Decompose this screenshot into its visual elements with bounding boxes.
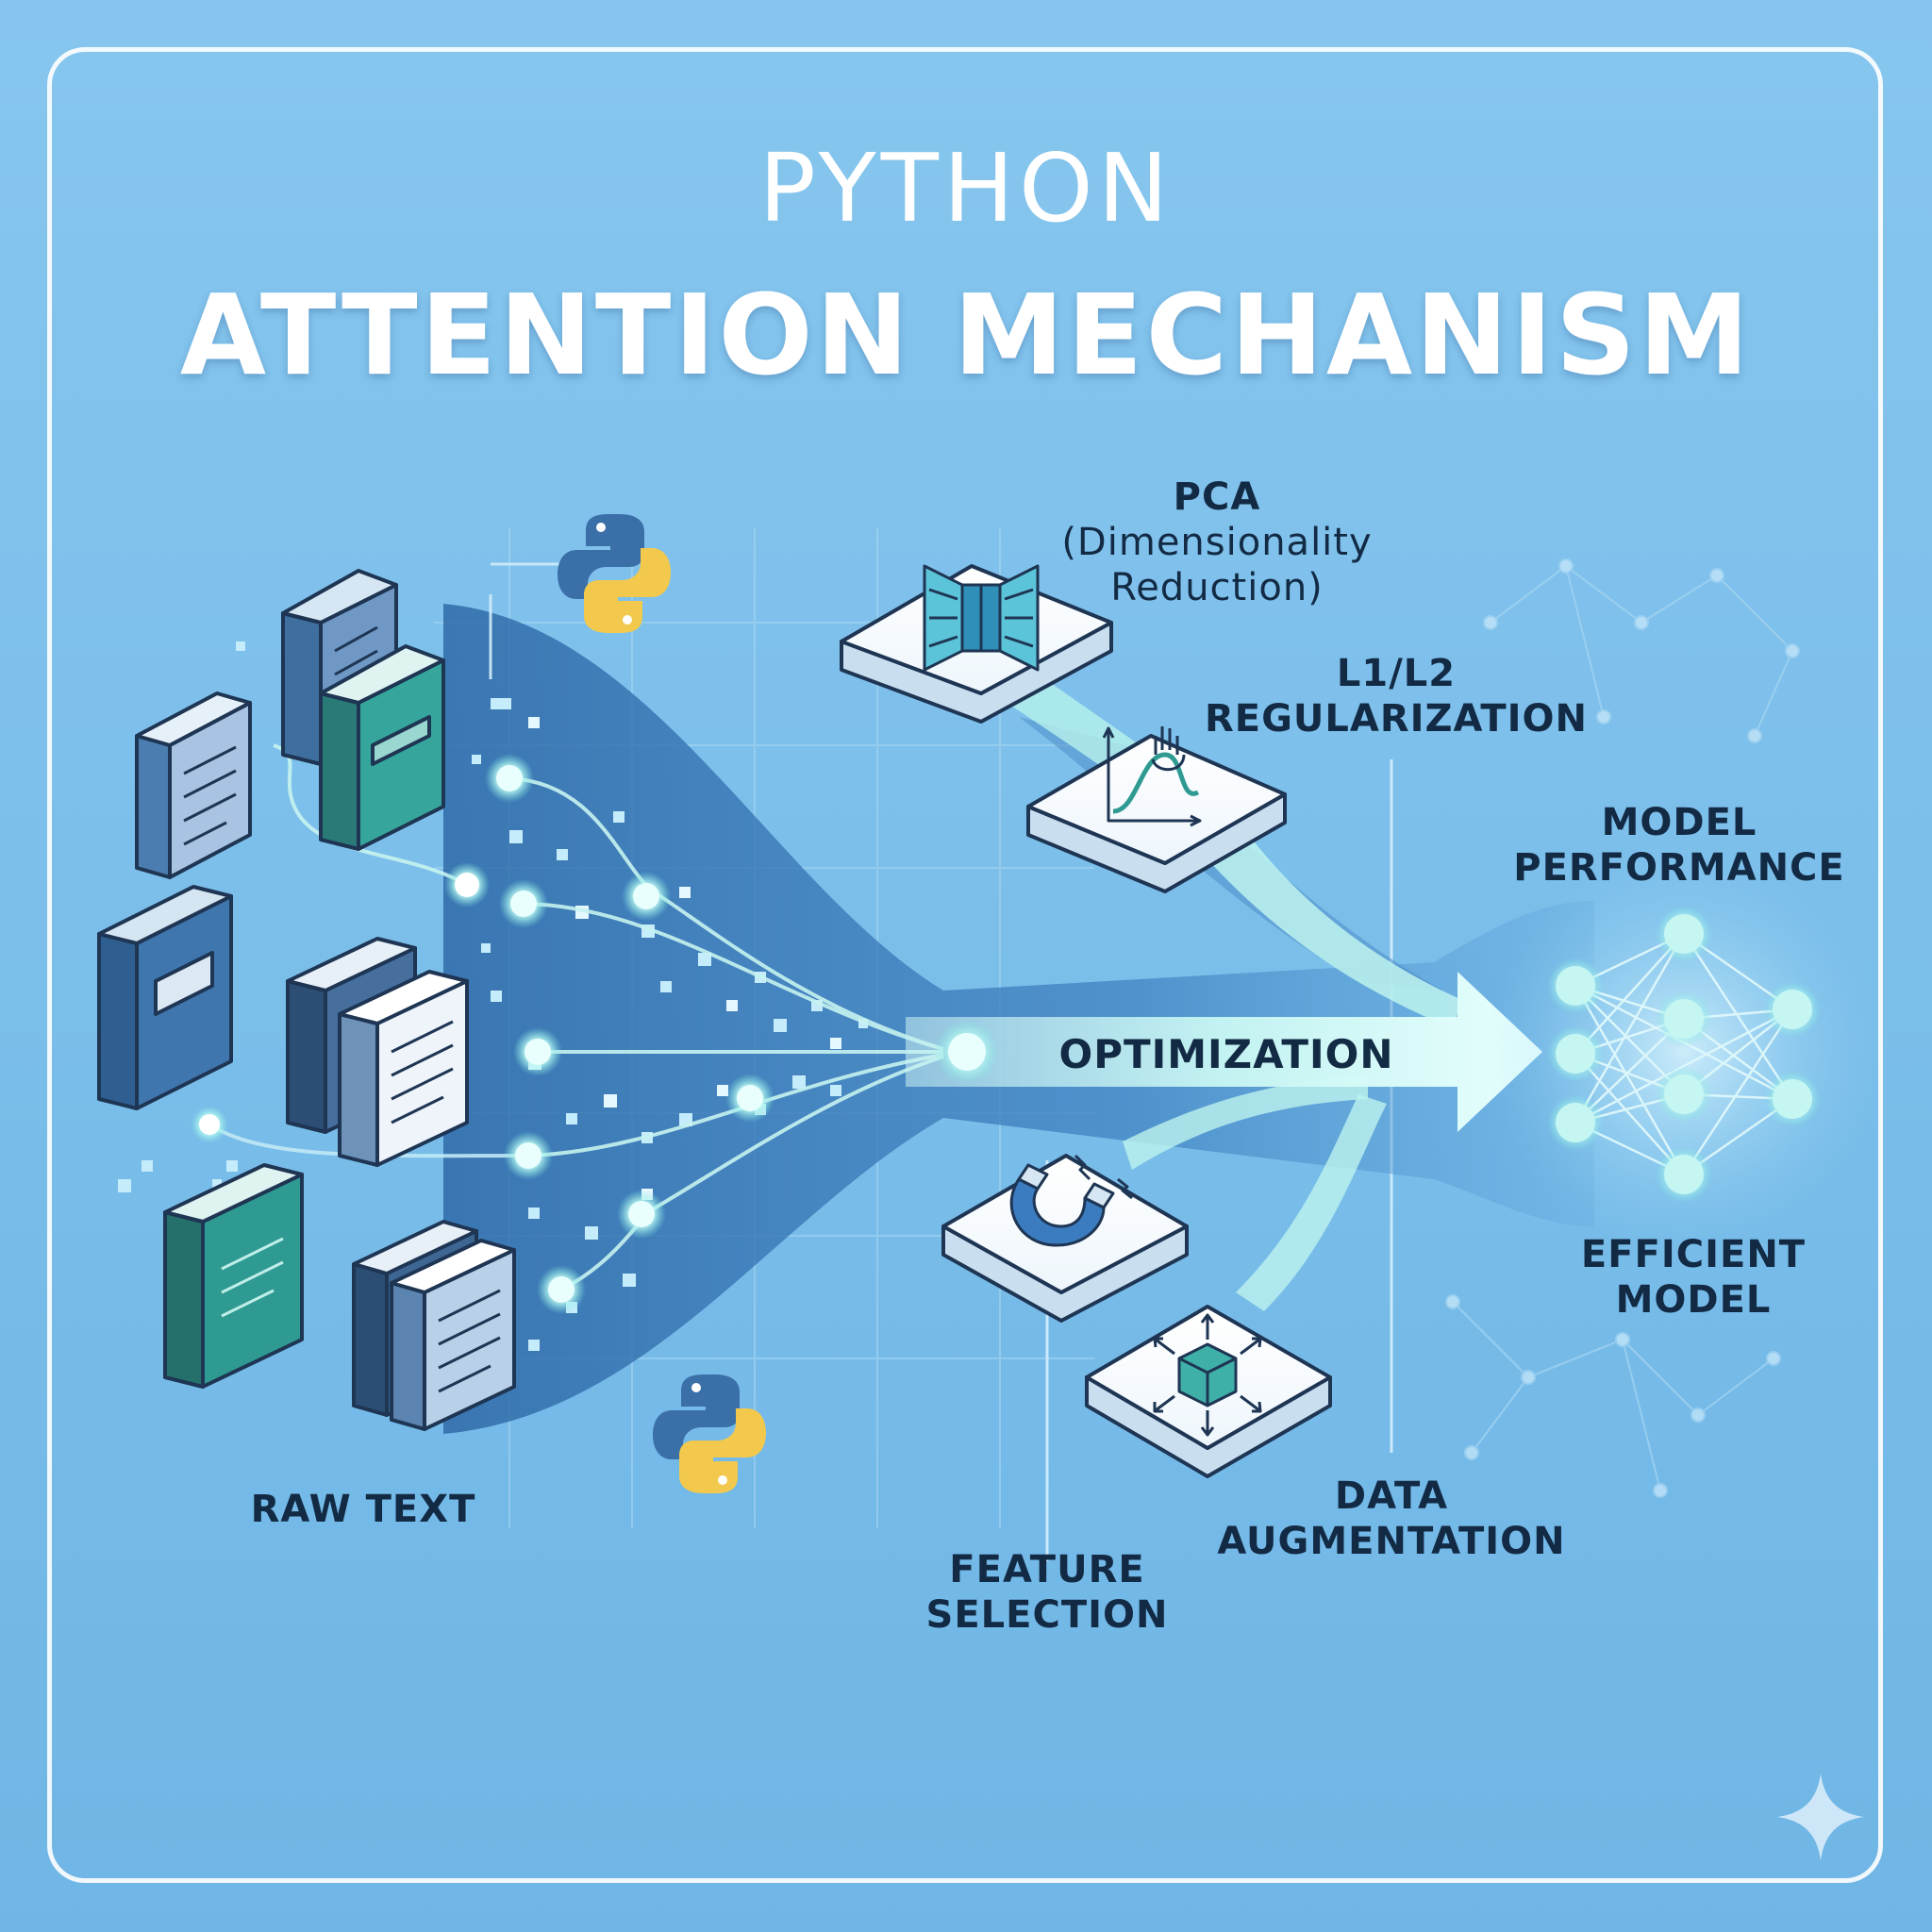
data-augmentation-label: DATA AUGMENTATION: [1179, 1474, 1604, 1564]
pca-tile: [840, 564, 1113, 724]
efficient-model-label: EFFICIENT MODEL: [1538, 1232, 1849, 1323]
feature-selection-label-line: FEATURE: [949, 1548, 1145, 1591]
flow-from-feature-selection: [1123, 1075, 1368, 1170]
feature-selection-tile: [941, 1154, 1189, 1323]
data-augmentation-label-line: DATA: [1334, 1474, 1449, 1518]
pca-label-line: PCA: [1173, 475, 1261, 519]
cube-arrows-icon: [1153, 1313, 1262, 1437]
book: [390, 1239, 516, 1431]
pca-label-line: (Dimensionality: [1061, 521, 1373, 564]
data-augmentation-tile: [1085, 1305, 1332, 1478]
magnet-icon: [1009, 1154, 1133, 1247]
book: [319, 644, 445, 851]
flow-from-augmentation: [1236, 1094, 1387, 1311]
regularization-label-line: L1/L2: [1336, 652, 1457, 695]
flow-lines: [208, 562, 944, 1291]
book: [338, 970, 469, 1167]
pca-funnel-icon: [923, 564, 1040, 672]
hand-curve-chart-icon: [1102, 726, 1202, 827]
raw-text-label: RAW TEXT: [250, 1488, 476, 1531]
neural-network-icon: [1486, 854, 1882, 1250]
book: [97, 885, 233, 1110]
feature-selection-label-line: SELECTION: [925, 1593, 1169, 1637]
model-performance-label: MODEL PERFORMANCE: [1472, 800, 1887, 891]
regularization-label-line: REGULARIZATION: [1204, 697, 1589, 741]
background-network-right: [1445, 558, 1800, 1498]
book-stack: [97, 569, 516, 1431]
optimization-arrow: [906, 972, 1542, 1132]
sparkle-icon: [1777, 1774, 1864, 1860]
efficient-model-label-line: MODEL: [1615, 1278, 1772, 1322]
flow-from-regularization: [1198, 830, 1462, 1028]
pca-label-line: Reduction): [1110, 566, 1324, 609]
outer-frame: [47, 47, 1883, 1883]
regularization-label: L1/L2 REGULARIZATION: [1160, 651, 1632, 741]
model-performance-label-line: PERFORMANCE: [1513, 846, 1845, 890]
glow-nodes: [191, 754, 999, 1314]
book: [135, 691, 252, 879]
feature-selection-label: FEATURE SELECTION: [877, 1547, 1217, 1638]
page-title: ATTENTION MECHANISM: [179, 270, 1753, 400]
book: [163, 1163, 304, 1389]
python-logo-icon: [558, 514, 671, 633]
pca-label: PCA (Dimensionality Reduction): [1000, 475, 1434, 610]
supertitle: PYTHON: [758, 133, 1174, 243]
data-augmentation-label-line: AUGMENTATION: [1217, 1520, 1566, 1563]
model-performance-label-line: MODEL: [1601, 801, 1757, 844]
efficient-model-label-line: EFFICIENT: [1580, 1233, 1807, 1276]
regularization-tile: [1026, 726, 1287, 893]
python-logo-icon: [653, 1374, 766, 1493]
optimization-label: OPTIMIZATION: [1058, 1031, 1394, 1077]
